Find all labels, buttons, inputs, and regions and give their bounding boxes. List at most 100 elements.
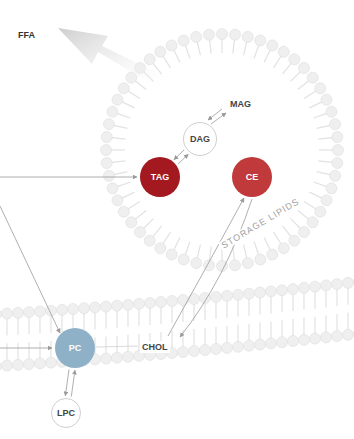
lipid-head (35, 306, 46, 317)
lipid-tail (226, 301, 227, 318)
lipid-head (299, 227, 310, 238)
lipid-head (330, 119, 341, 130)
lipid-head (299, 62, 310, 73)
lipid-tail (105, 337, 106, 354)
lipid-tail (254, 45, 259, 58)
lipid-tail (174, 50, 180, 63)
lipid-head (144, 235, 155, 246)
lipid-head (123, 351, 134, 362)
lipid-tail (314, 182, 327, 187)
lipid-tail (318, 138, 332, 140)
lipid-tail (336, 289, 337, 306)
lipid-head (101, 301, 112, 312)
lipid-head (134, 227, 145, 238)
lipid-tail (112, 138, 126, 140)
lipid-tail (304, 91, 316, 98)
lipid-head (343, 329, 354, 340)
lipid-head (178, 347, 189, 358)
lipid-tail (248, 299, 249, 316)
lipid-tail (17, 318, 18, 335)
lipid-tail (325, 290, 326, 307)
lipid-head (299, 334, 310, 345)
lipid-tail (281, 295, 282, 312)
lipid-tail (135, 210, 146, 219)
lipid-head (103, 170, 114, 181)
lipid-tail (233, 40, 235, 54)
lipid-tail (244, 42, 247, 56)
lipid-tail (39, 316, 40, 333)
lipid-head (289, 54, 300, 65)
lipid-label: MAG (230, 99, 251, 109)
link-line (96, 346, 138, 347)
lipid-tail (226, 326, 227, 343)
lipid-head (278, 46, 289, 57)
node-label: CE (246, 172, 259, 182)
lipid-head (217, 29, 228, 40)
lipid-tail (244, 245, 247, 259)
lipid-head (229, 260, 240, 271)
lipid-head (326, 106, 337, 117)
lipid-head (57, 304, 68, 315)
lipid-head (2, 308, 13, 319)
lipid-tail (138, 309, 139, 326)
node-label: PC (69, 343, 82, 353)
conversion-arrow (168, 198, 244, 336)
lipid-tail (204, 303, 205, 320)
lipid-tail (105, 312, 106, 329)
lipid-tail (282, 226, 291, 237)
lipid-head (233, 289, 244, 300)
lipid-head (255, 339, 266, 350)
lipid-tail (292, 319, 293, 336)
conversion-arrow (208, 109, 222, 120)
lipid-head (310, 333, 321, 344)
lipid-head (321, 280, 332, 291)
lipid-circle: TAG (140, 157, 180, 197)
lipid-tail (221, 39, 222, 53)
lipid-tail (259, 298, 260, 315)
lipid-circle: PC (55, 328, 95, 368)
lipid-head (321, 332, 332, 343)
lipid-head (155, 243, 166, 254)
lipid-tail (83, 313, 84, 330)
lipid-tail (50, 316, 51, 333)
lipid-tail (291, 219, 301, 229)
lipid-head (101, 353, 112, 364)
lipid-tail (215, 327, 216, 344)
lipid-tail (117, 113, 130, 118)
lipid-tail (347, 313, 348, 330)
lipid-head (24, 307, 35, 318)
lipid-tail (112, 161, 126, 163)
lipid-tail (122, 102, 135, 108)
lipid-tail (117, 182, 130, 187)
lipid-head (123, 299, 134, 310)
conversion-arrow (178, 154, 188, 164)
lipid-head (321, 94, 332, 105)
lipid-head (333, 145, 344, 156)
lipid-tail (237, 300, 238, 317)
lipid-head (315, 83, 326, 94)
lipid-head (189, 294, 200, 305)
lipid-head (134, 298, 145, 309)
lipid-tail (254, 242, 259, 255)
lipid-tail (264, 50, 270, 63)
lipid-tail (270, 321, 271, 338)
lipid-circle: LPC (51, 398, 81, 428)
lipid-head (229, 29, 240, 40)
lipid-head (112, 352, 123, 363)
lipid-tail (28, 342, 29, 359)
lipid-head (189, 346, 200, 357)
lipid-head (244, 288, 255, 299)
lipid-tail (303, 293, 304, 310)
lipid-head (307, 217, 318, 228)
lipid-head (307, 72, 318, 83)
lipid-tail (127, 335, 128, 352)
lipid-tail (61, 315, 62, 332)
lipid-tail (114, 172, 128, 175)
lipid-head (191, 258, 202, 269)
lipid-head (332, 279, 343, 290)
lipid-head (288, 336, 299, 347)
lipid-tail (314, 317, 315, 334)
lipid-head (255, 254, 266, 265)
lipid-head (242, 31, 253, 42)
lipid-tail (319, 149, 333, 150)
